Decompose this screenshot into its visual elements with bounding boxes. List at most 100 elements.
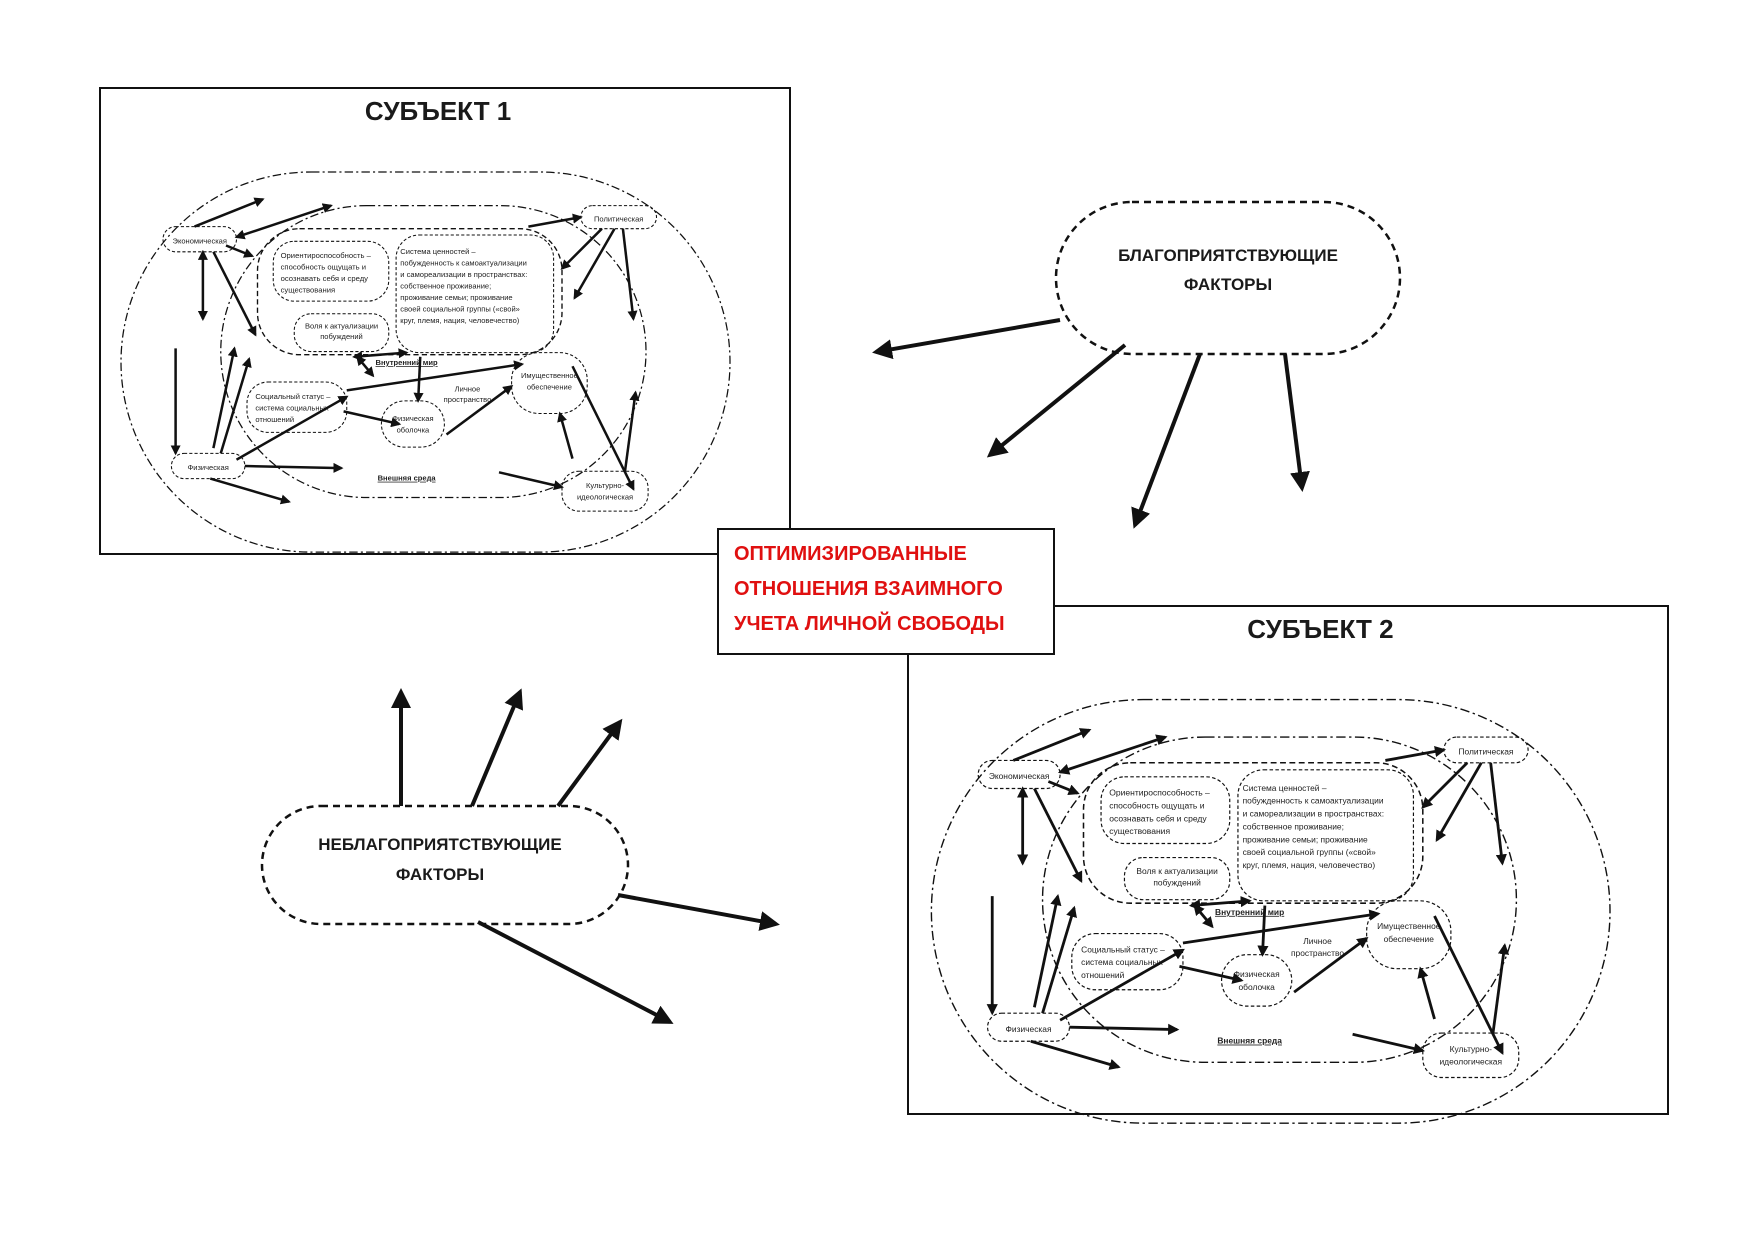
orientation-box (272, 240, 390, 302)
relation-arrow (234, 203, 333, 240)
favorable-arrow (986, 343, 1127, 458)
external-label: Внешняя среда (1217, 1036, 1282, 1046)
subject-frame (99, 87, 791, 555)
values-text: и самореализации в пространствах: (400, 270, 527, 279)
relation-arrow (1352, 1032, 1425, 1055)
optimized-label-line1: ОПТИМИЗИРОВАННЫЕ (734, 543, 967, 565)
relation-arrow (1057, 734, 1168, 775)
relation-arrow (1069, 1023, 1180, 1035)
relation-arrow (571, 365, 635, 491)
values-text: своей социальной группы («свой» (1243, 847, 1376, 857)
orientation-text: Ориентироспособность – (281, 251, 372, 260)
relation-arrow (1033, 787, 1083, 883)
subject-schema: Ориентироспособность – способность ощущат… (120, 171, 731, 553)
relation-arrow (1489, 762, 1507, 866)
favorable-arrow (1131, 353, 1202, 529)
favorable-label-line2: ФАКТОРЫ (1184, 275, 1272, 294)
physical-box (986, 1012, 1071, 1042)
property-text: Имущественное (521, 371, 578, 380)
relation-arrow (1012, 728, 1092, 762)
relation-arrow (235, 395, 349, 461)
relation-arrow (1032, 893, 1062, 1008)
favorable-arrow (872, 318, 1061, 360)
favorable-factors-box (1054, 200, 1402, 356)
will-text: побуждений (320, 332, 363, 341)
relation-arrow (244, 462, 344, 473)
orientation-box (1100, 776, 1231, 845)
relation-arrow (212, 251, 257, 337)
social-text: отношений (1081, 970, 1124, 980)
personal-space-label: Личное (1303, 936, 1332, 946)
values-text: собственное проживание; (1243, 821, 1344, 831)
optimized-relations: ОПТИМИЗИРОВАННЫЕ ОТНОШЕНИЯ ВЗАИМНОГО УЧЕ… (717, 528, 1055, 655)
will-text: побуждений (1153, 878, 1201, 888)
relation-arrow (573, 228, 616, 300)
orientation-text: способность ощущать и (281, 263, 367, 272)
body-text: оболочка (397, 425, 430, 434)
relation-arrow (1059, 948, 1185, 1022)
economic-label: Экономическая (173, 236, 227, 245)
orientation-text: существования (1109, 826, 1170, 836)
unfavorable-factors-box (260, 804, 630, 926)
social-text: система социальных (255, 403, 329, 412)
relation-arrow (1179, 964, 1244, 984)
personal-space (220, 204, 647, 499)
cultural-text: Культурно- (586, 481, 625, 490)
unfavorable-label-line2: ФАКТОРЫ (396, 865, 484, 884)
optimized-label-line3: УЧЕТА ЛИЧНОЙ СВОБОДЫ (734, 611, 1005, 635)
optimized-relations-box (717, 528, 1055, 655)
will-text: Воля к актуализации (1136, 866, 1218, 876)
unfavorable-factors: НЕБЛАГОПРИЯТСТВУЮЩИЕ ФАКТОРЫ (260, 688, 780, 1024)
unfavorable-arrow (556, 718, 623, 808)
orientation-text: существования (281, 286, 336, 295)
inner-world (1082, 762, 1424, 904)
political-label: Политическая (1458, 747, 1513, 757)
relation-arrow (1435, 762, 1483, 842)
relation-arrow (560, 227, 603, 271)
values-text: собственное проживание; (400, 282, 491, 291)
values-box (395, 234, 555, 354)
property-text: Имущественное (1377, 921, 1441, 931)
unfavorable-arrow (477, 920, 674, 1024)
physical-box (170, 452, 246, 480)
favorable-factors: БЛАГОПРИЯТСТВУЮЩИЕ ФАКТОРЫ (872, 200, 1402, 529)
economic-label: Экономическая (989, 771, 1050, 781)
subject-frame (907, 605, 1669, 1115)
relation-arrow (1433, 915, 1504, 1055)
favorable-label-line1: БЛАГОПРИЯТСТВУЮЩИЕ (1118, 246, 1338, 265)
values-text: круг, племя, нация, человечество) (1243, 860, 1376, 870)
cultural-text: идеологическая (577, 493, 633, 502)
relation-arrow (212, 346, 238, 449)
external-environment (120, 171, 731, 553)
relation-arrow (445, 384, 514, 436)
relation-arrow (1047, 780, 1080, 796)
unfavorable-label-line1: НЕБЛАГОПРИЯТСТВУЮЩИЕ (318, 835, 562, 854)
personal-space-label: Личное (455, 384, 481, 393)
relation-arrow (1417, 966, 1436, 1020)
external-label: Внешняя среда (378, 474, 437, 483)
relation-arrow (1293, 936, 1369, 994)
relation-arrow (346, 360, 525, 392)
subject-title: СУБЪЕКТ 2 (1247, 614, 1393, 644)
body-box (1220, 954, 1293, 1007)
orientation-text: осознавать себя и среду (281, 274, 369, 283)
relation-arrow (1041, 905, 1077, 1014)
relation-arrow (1421, 761, 1469, 809)
values-text: круг, племя, нация, человечество) (400, 316, 519, 325)
social-box (246, 381, 348, 433)
relation-arrow (219, 356, 252, 454)
inner-world-label: Внутренний мир (1215, 907, 1284, 917)
relation-arrow (209, 477, 291, 505)
values-text: своей социальной группы («свой» (400, 305, 520, 314)
values-text: Система ценностей – (400, 247, 476, 256)
values-text: побужденность к самоактуализации (400, 258, 527, 267)
values-text: проживание семьи; проживание (1243, 834, 1368, 844)
social-text: Социальный статус – (1081, 944, 1165, 954)
values-text: и самореализации в пространствах: (1243, 809, 1384, 819)
cultural-box (1422, 1032, 1520, 1079)
cultural-box (561, 470, 649, 512)
values-text: Система ценностей – (1243, 783, 1327, 793)
